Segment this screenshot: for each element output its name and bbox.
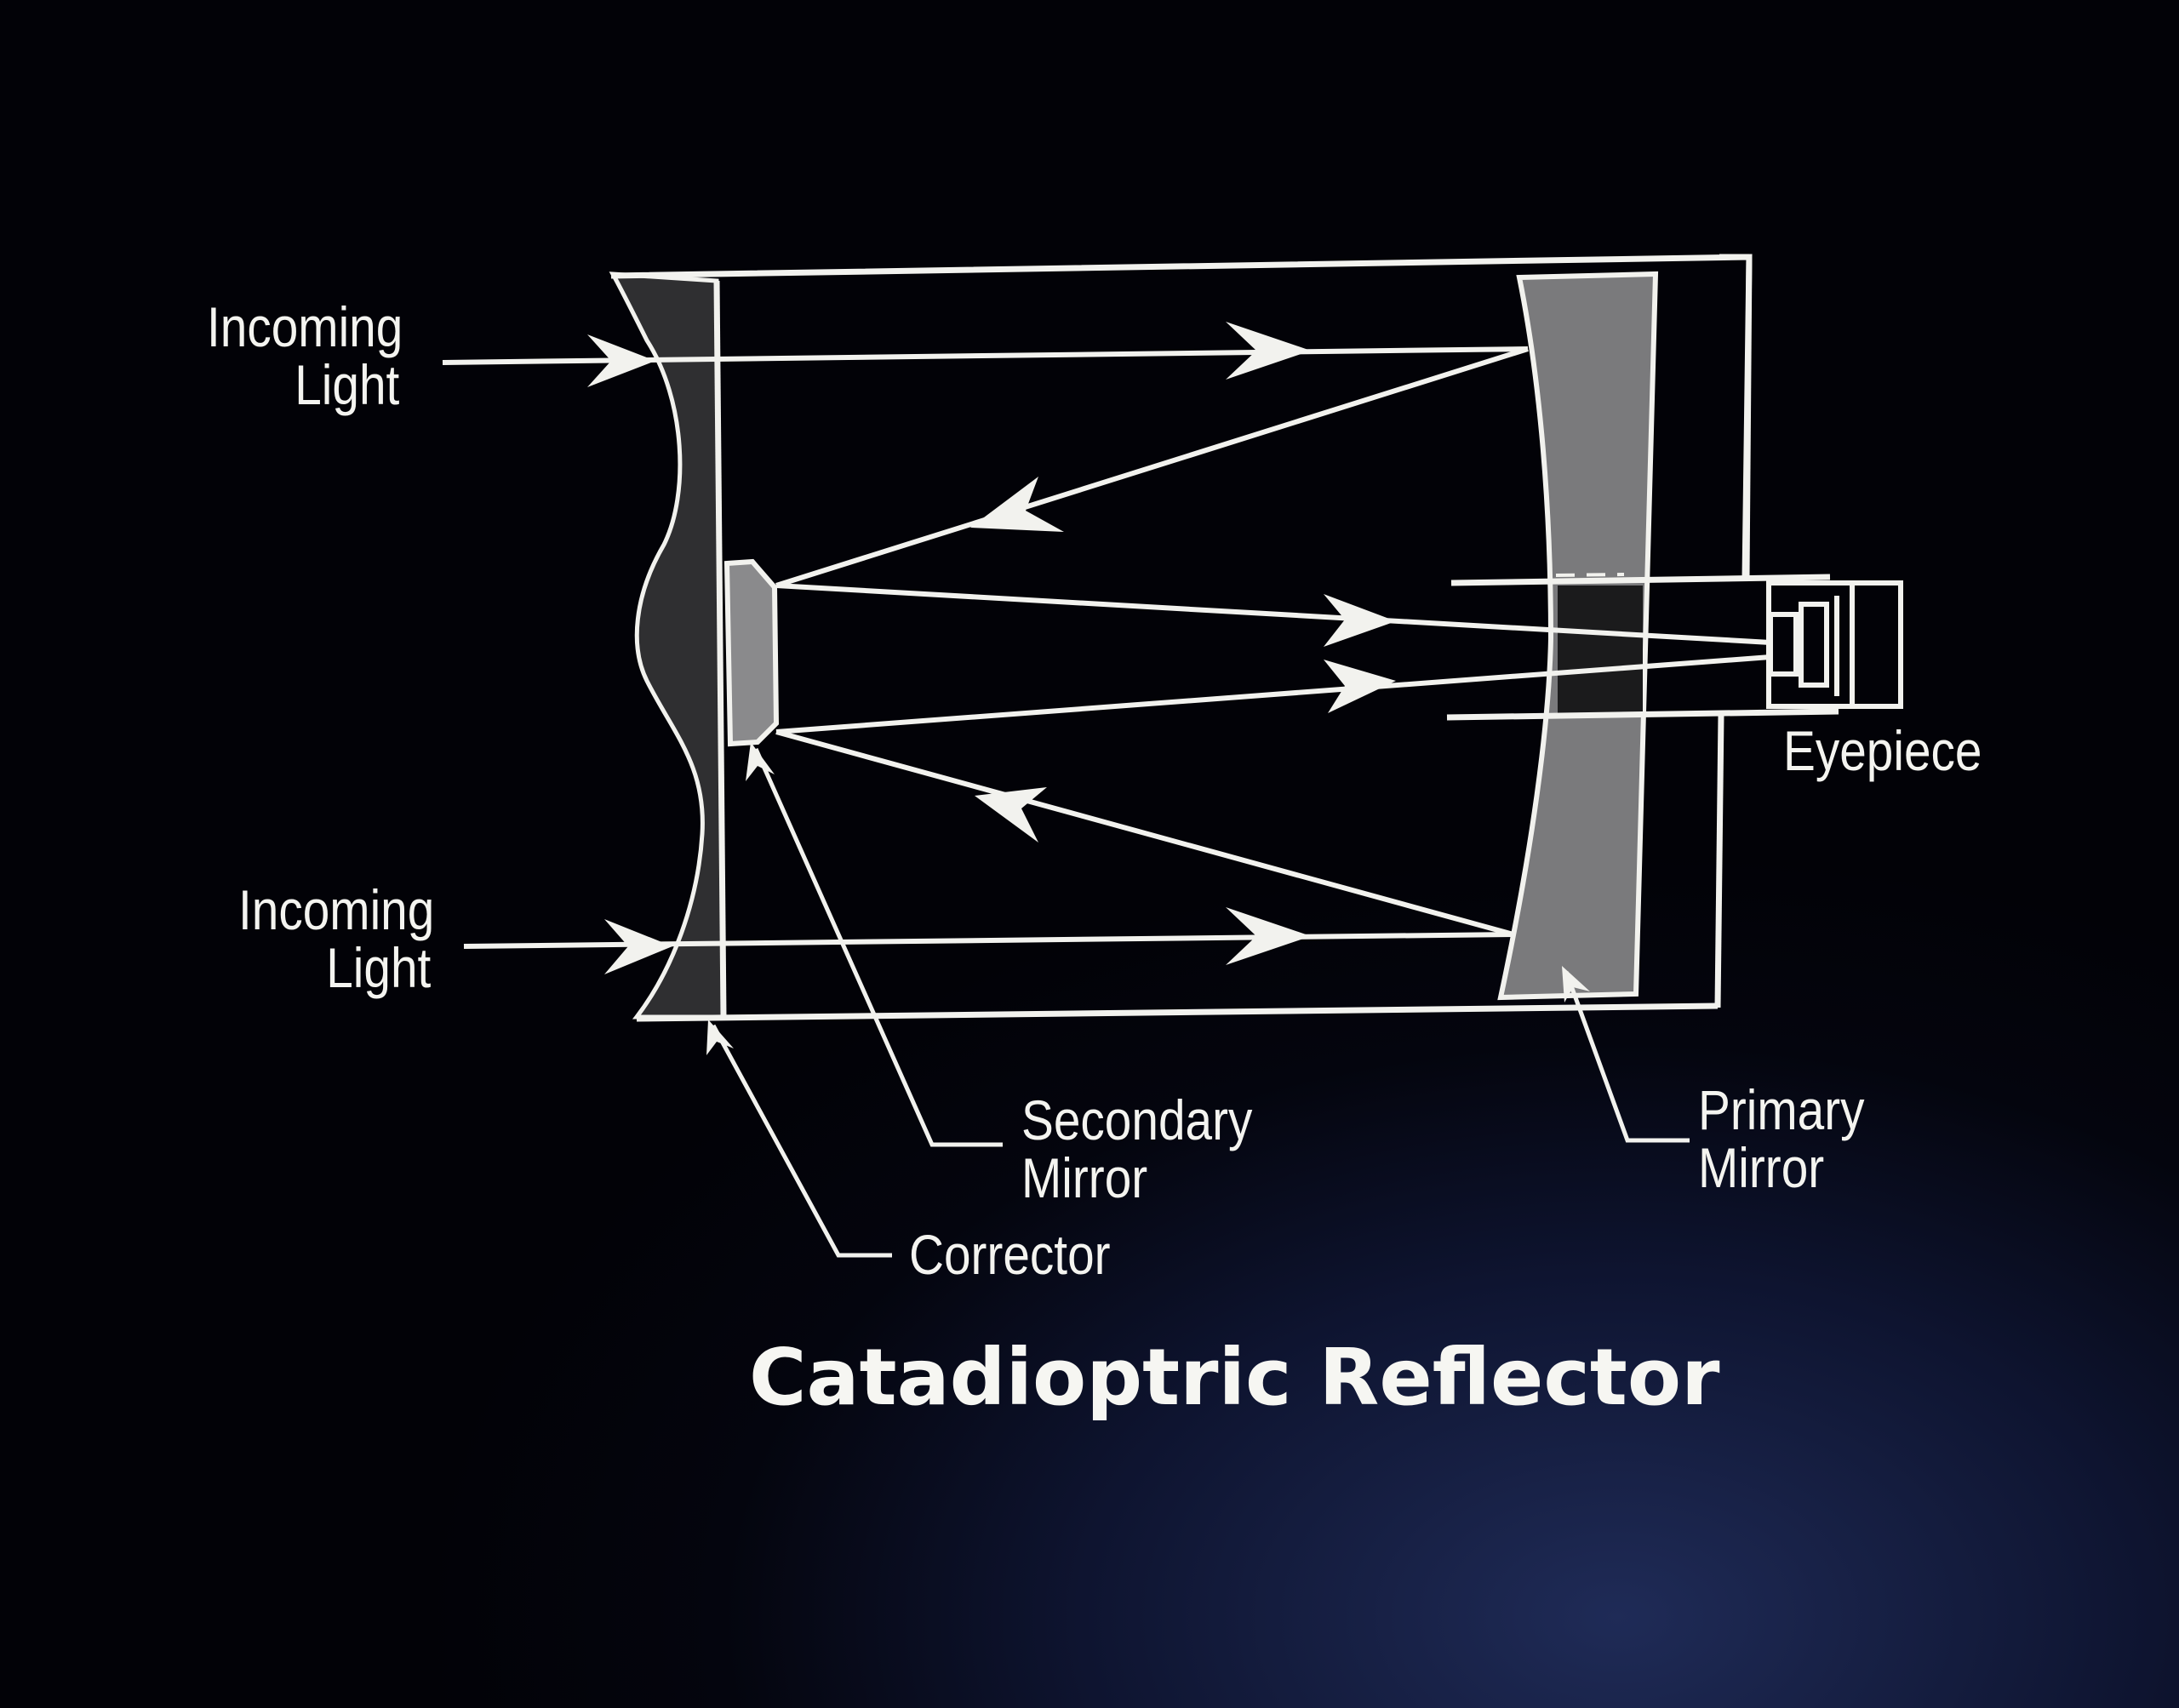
diagram-title: Catadioptric Reflector xyxy=(749,1332,1720,1423)
leader-lines xyxy=(711,747,1690,1258)
baffle-dark xyxy=(1558,586,1643,713)
arrow-top-incoming xyxy=(587,334,655,387)
arrow-bottom-right xyxy=(1226,907,1311,965)
baffle-bottom xyxy=(1446,708,1839,721)
label-eyepiece: Eyepiece xyxy=(1783,719,1982,782)
arrow-top-return xyxy=(970,477,1064,532)
arrow-center-lower xyxy=(1324,660,1396,713)
arrow-bottom-incoming xyxy=(604,919,672,974)
tube-right-upper xyxy=(1743,256,1753,578)
label-incoming-light-bottom: Incoming Light xyxy=(238,878,435,999)
secondary-mirror xyxy=(723,558,780,747)
label-corrector: Corrector xyxy=(909,1223,1111,1286)
baffle-dash-top xyxy=(1555,573,1625,577)
eyepiece xyxy=(1766,580,1903,709)
baffle-top xyxy=(1450,574,1831,586)
ray-arrowheads xyxy=(587,322,1396,974)
tube-right-lower xyxy=(1714,714,1724,1008)
label-secondary-mirror: Secondary Mirror xyxy=(1021,1088,1253,1209)
leader-arrowheads xyxy=(706,742,1590,1055)
label-incoming-light-top: Incoming Light xyxy=(207,295,403,416)
tube-bottom xyxy=(636,1003,1719,1022)
arrow-center-upper xyxy=(1324,594,1396,647)
corrector-plate xyxy=(609,271,726,1020)
arrow-bottom-return xyxy=(975,787,1047,843)
label-primary-mirror: Primary Mirror xyxy=(1698,1078,1865,1199)
arrow-top-right xyxy=(1226,322,1311,380)
tube-inner-left xyxy=(713,280,727,1018)
